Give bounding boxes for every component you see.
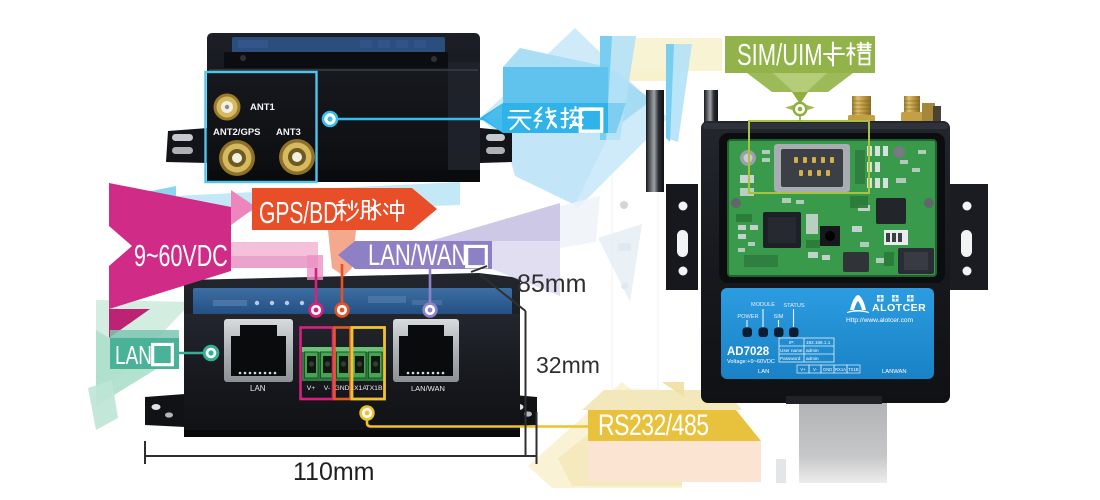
svg-text:SIM: SIM	[774, 314, 784, 320]
svg-text:LAN: LAN	[250, 384, 266, 393]
svg-text:RX1A: RX1A	[835, 367, 846, 372]
svg-text:9~60VDC: 9~60VDC	[134, 238, 228, 273]
svg-text:ANT3: ANT3	[276, 127, 301, 138]
svg-text:ALOTCER: ALOTCER	[872, 302, 926, 314]
svg-text:LAN: LAN	[758, 369, 769, 375]
svg-text:IP:: IP:	[789, 340, 795, 345]
svg-text:V-: V-	[813, 367, 818, 372]
svg-text:Password:: Password:	[780, 356, 801, 361]
svg-text:STATUS: STATUS	[783, 303, 805, 309]
svg-text:TX1B: TX1B	[366, 385, 383, 392]
svg-text:GND: GND	[334, 385, 349, 392]
svg-text:LAN/WAN: LAN/WAN	[411, 384, 445, 393]
svg-text:LAN/WAN: LAN/WAN	[368, 240, 467, 272]
svg-text:User name:: User name:	[780, 348, 804, 353]
svg-text:110mm: 110mm	[293, 458, 375, 486]
svg-text:ANT2/GPS: ANT2/GPS	[213, 127, 261, 138]
svg-text:RS232/485: RS232/485	[598, 408, 709, 441]
svg-text:AD7028: AD7028	[727, 346, 770, 358]
svg-text:85mm: 85mm	[517, 270, 586, 298]
svg-text:192.168.1.1: 192.168.1.1	[806, 340, 831, 345]
svg-text:GND: GND	[823, 367, 832, 372]
svg-text:admin: admin	[806, 356, 819, 361]
svg-text:GPS/BD: GPS/BD	[259, 195, 338, 230]
svg-text:RX1A: RX1A	[349, 385, 367, 392]
svg-text:ANT1: ANT1	[250, 102, 276, 113]
svg-text:V+: V+	[800, 367, 806, 372]
svg-text:SIM/UIM: SIM/UIM	[737, 38, 823, 72]
svg-text:LAN: LAN	[115, 341, 152, 369]
svg-text:LANWAN: LANWAN	[882, 369, 907, 375]
svg-text:TX1B: TX1B	[848, 367, 859, 372]
svg-text:Voltage:+9~60VDC: Voltage:+9~60VDC	[727, 359, 775, 365]
svg-text:V-: V-	[324, 385, 330, 392]
svg-text:POWER: POWER	[737, 314, 758, 320]
svg-text:32mm: 32mm	[536, 352, 600, 378]
svg-text:V+: V+	[307, 385, 316, 392]
svg-text:admin: admin	[806, 348, 819, 353]
svg-text:Http://www.alotcer.com: Http://www.alotcer.com	[846, 317, 914, 324]
svg-text:MODULE: MODULE	[751, 302, 775, 308]
